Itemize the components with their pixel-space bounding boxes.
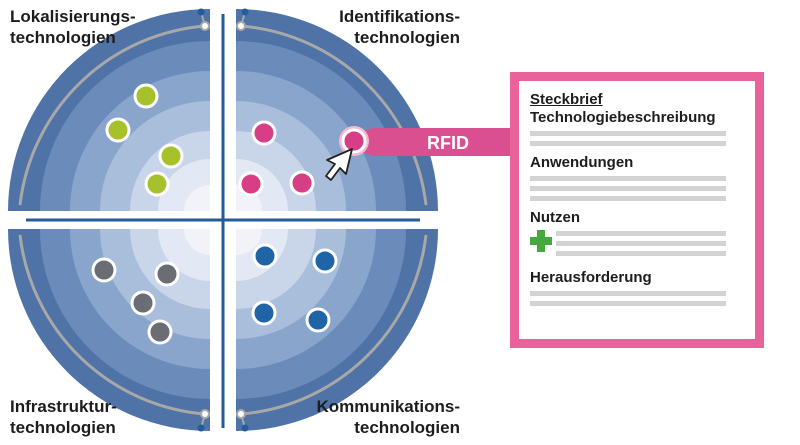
placeholder-line: [530, 141, 726, 146]
card-subtitle: Technologiebeschreibung: [530, 109, 716, 126]
label-line: Infrastruktur-: [10, 397, 117, 416]
placeholder-line: [556, 231, 726, 236]
outer-arc: [240, 24, 428, 206]
technology-dot-rfid: [341, 128, 367, 154]
pin-joint: [236, 21, 246, 31]
technology-dot-localization: [144, 171, 170, 197]
label-line: Lokalisierungs-: [10, 7, 136, 26]
placeholder-line: [530, 131, 726, 136]
quadrant-label-infrastructure: Infrastruktur- technologien: [10, 396, 117, 438]
pin-joint: [236, 409, 246, 419]
technology-dot-localization: [158, 143, 184, 169]
placeholder-line: [530, 186, 726, 191]
callout-band: [360, 128, 512, 156]
technology-dot-identification: [289, 170, 315, 196]
ring: [184, 185, 210, 211]
outer-arc: [18, 24, 206, 206]
profile-card: Steckbrief Technologiebeschreibung Anwen…: [510, 72, 764, 348]
ring: [184, 229, 210, 255]
placeholder-line: [556, 241, 726, 246]
quadrant-label-identification: Identifikations- technologien: [339, 6, 460, 48]
placeholder-line: [530, 196, 726, 201]
pin-joint: [200, 409, 210, 419]
placeholder-lines: [530, 131, 726, 146]
technology-dot-infrastructure: [147, 319, 173, 345]
card-benefits-heading: Nutzen: [530, 209, 580, 226]
technology-dot-infrastructure: [130, 290, 156, 316]
card-applications-heading: Anwendungen: [530, 154, 634, 171]
technology-dot-localization: [133, 83, 159, 109]
pin-joint: [200, 21, 210, 31]
technology-dot-localization: [105, 117, 131, 143]
technology-dot-communication: [252, 243, 278, 269]
outer-arc: [18, 234, 206, 416]
technology-dot-communication: [251, 300, 277, 326]
quadrant-label-localization: Lokalisierungs- technologien: [10, 6, 136, 48]
ring: [236, 229, 262, 255]
placeholder-line: [530, 301, 726, 306]
label-line: Kommunikations-: [316, 397, 460, 416]
quadrant-label-communication: Kommunikations- technologien: [316, 396, 460, 438]
placeholder-line: [556, 251, 726, 256]
outer-arc: [240, 234, 428, 416]
callout-label: RFID: [427, 133, 469, 153]
label-line: technologien: [354, 418, 460, 437]
pin-head: [241, 8, 249, 16]
label-line: Identifikations-: [339, 7, 460, 26]
placeholder-lines: [530, 176, 726, 201]
card-title: Steckbrief: [530, 91, 603, 108]
technology-dot-identification: [251, 120, 277, 146]
technology-dot-infrastructure: [91, 257, 117, 283]
placeholder-lines: [556, 231, 726, 261]
pin-head: [241, 424, 249, 432]
technology-dot-infrastructure: [154, 261, 180, 287]
label-line: technologien: [10, 418, 116, 437]
placeholder-lines: [530, 291, 726, 306]
technology-dot-identification: [238, 171, 264, 197]
plus-icon: [530, 230, 552, 252]
technology-dot-communication: [312, 248, 338, 274]
pin-head: [197, 424, 205, 432]
cursor-arrow-icon: [325, 148, 353, 181]
placeholder-line: [530, 291, 726, 296]
technology-dot-communication: [305, 307, 331, 333]
label-line: technologien: [354, 28, 460, 47]
pin-head: [197, 8, 205, 16]
card-challenges-heading: Herausforderung: [530, 269, 652, 286]
label-line: technologien: [10, 28, 116, 47]
placeholder-line: [530, 176, 726, 181]
